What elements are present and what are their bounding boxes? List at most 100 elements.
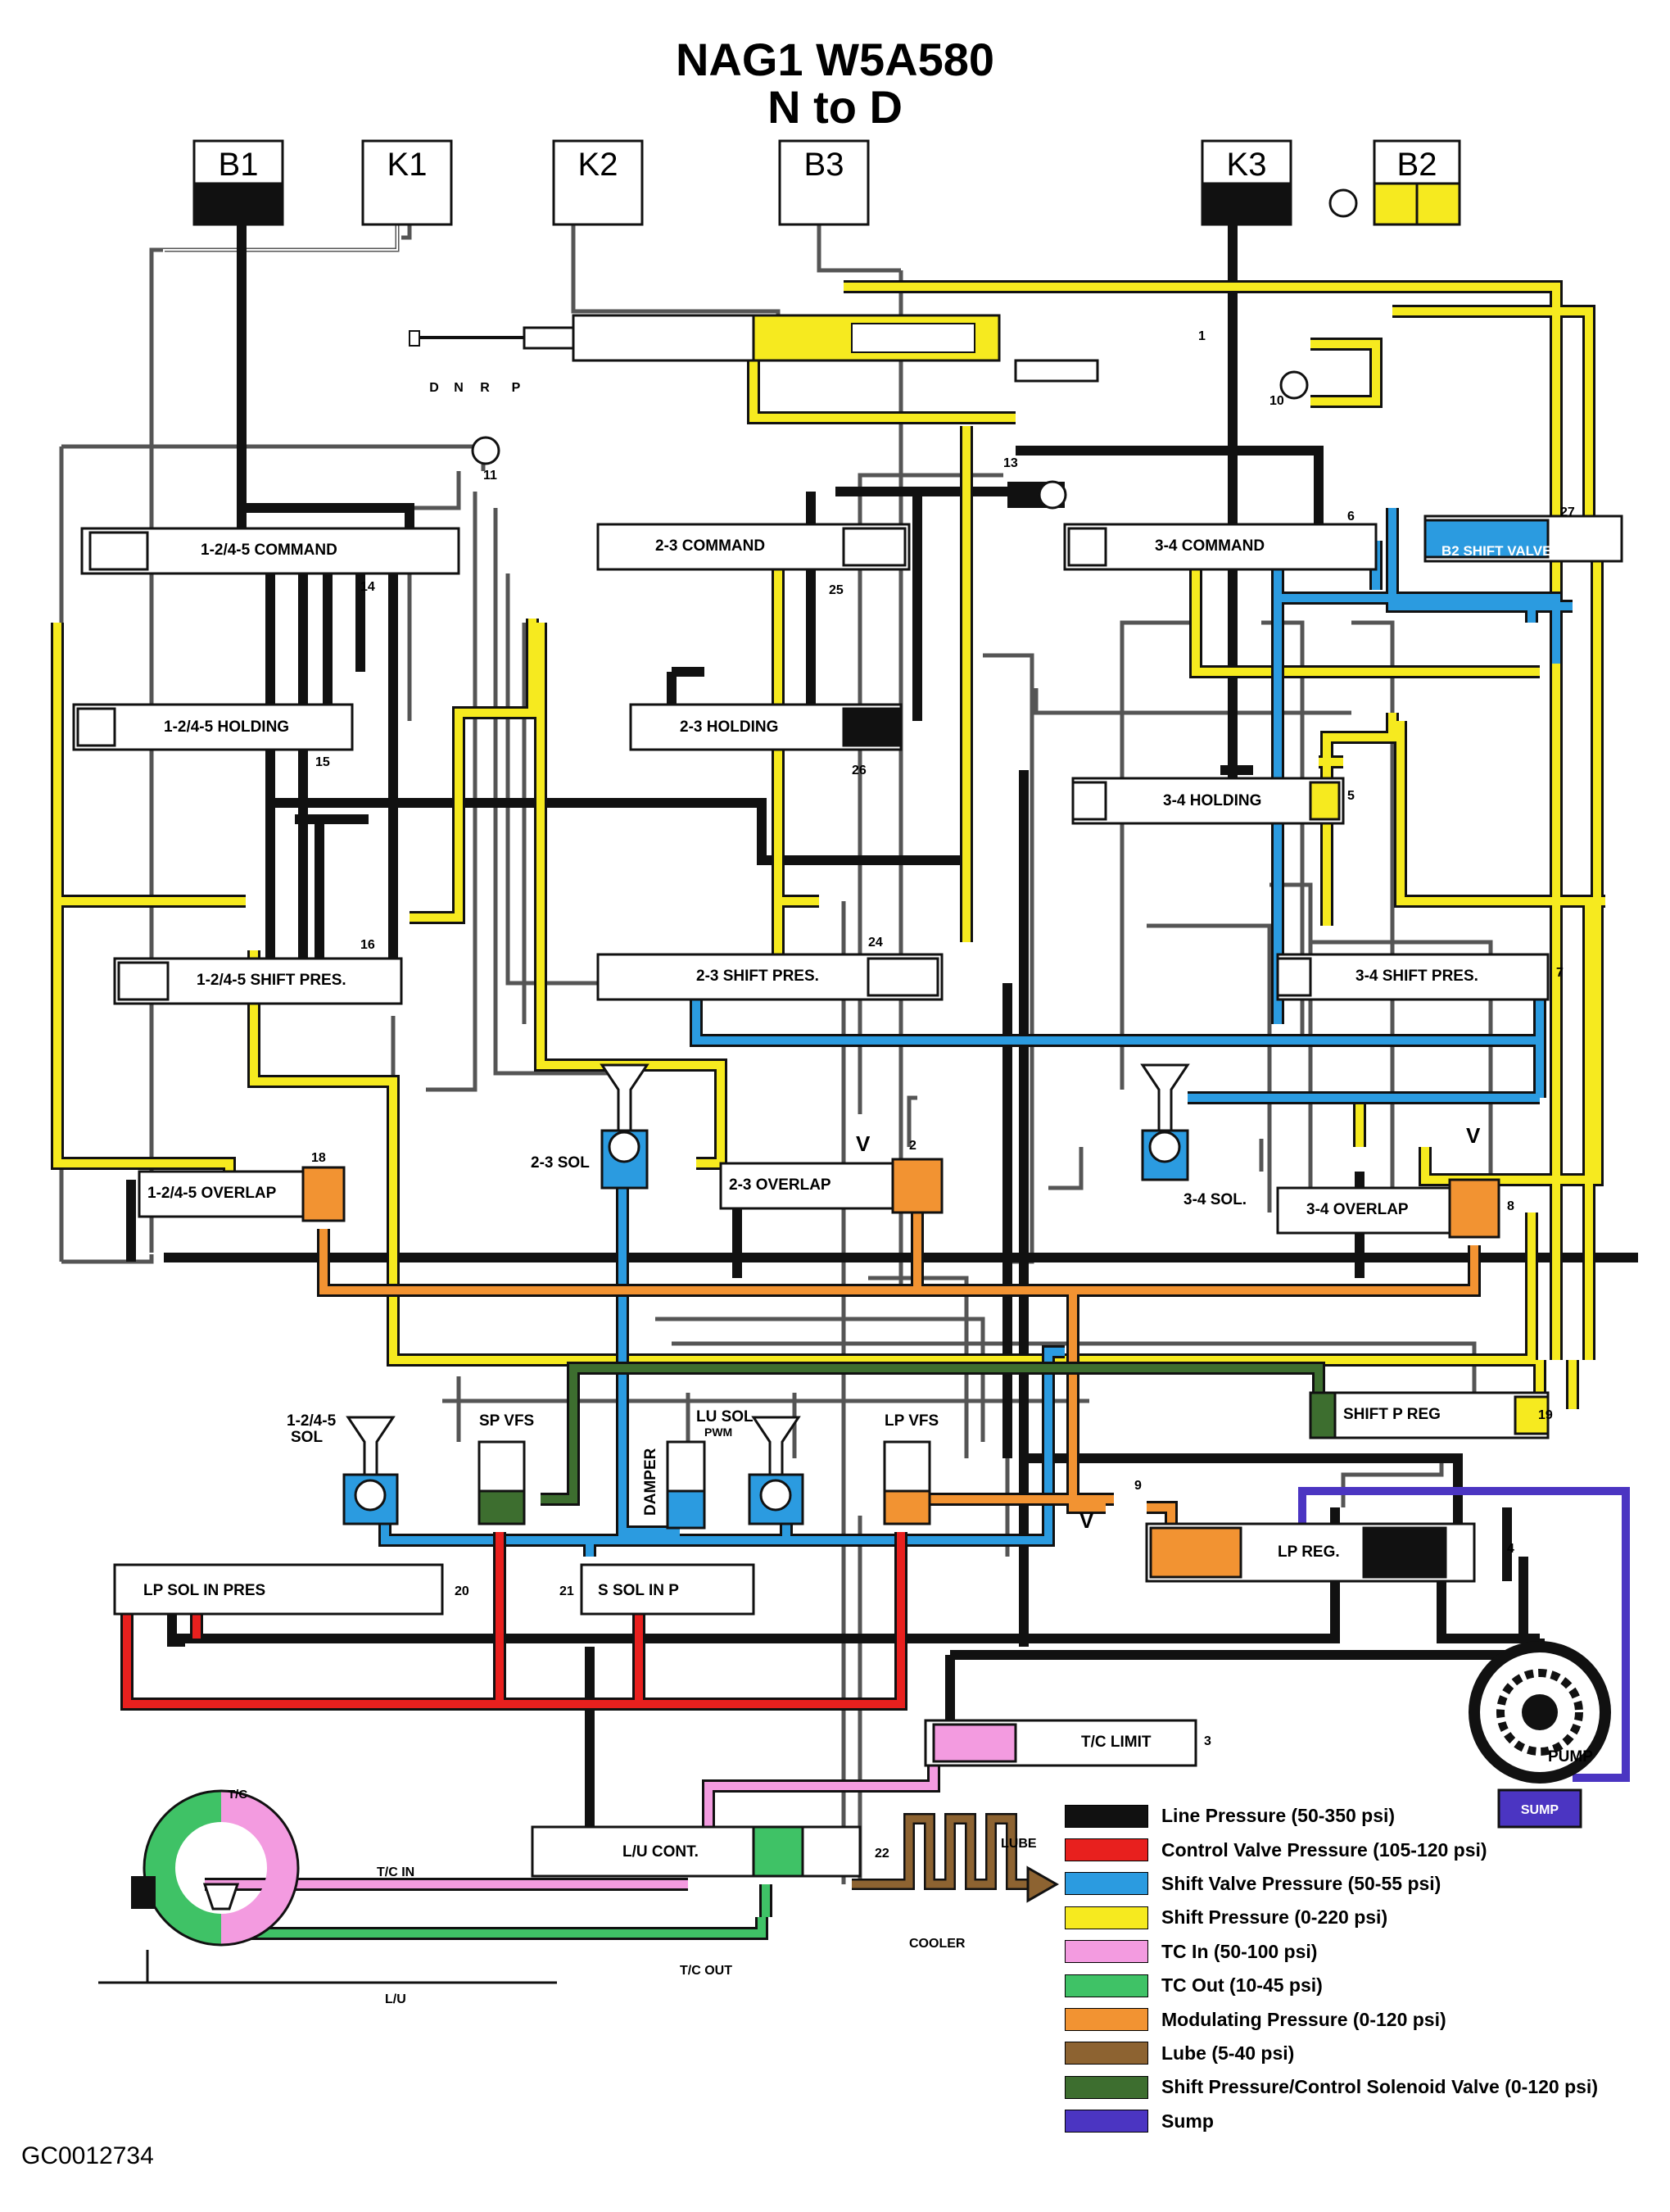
selector-r: R: [480, 381, 490, 395]
torque-converter: [98, 1789, 557, 1984]
part-number-9: 9: [1134, 1479, 1142, 1493]
pressure-legend: Line Pressure (50-350 psi) Control Valve…: [1065, 1799, 1654, 2138]
legend-swatch-shift-valve: [1065, 1872, 1148, 1896]
clutch-k3: K3: [1201, 139, 1292, 226]
label-command-1245: 1-2/4-5 COMMAND: [201, 542, 337, 559]
pump: [1469, 1641, 1611, 1784]
label-sol-23: 2-3 SOL: [531, 1154, 590, 1172]
control-valve-outline: [120, 1532, 907, 1711]
legend-label-shift-ctrl-sol: Shift Pressure/Control Solenoid Valve (0…: [1161, 2076, 1598, 2098]
part-number-14: 14: [360, 580, 375, 594]
lube-passages: [852, 1815, 1032, 1888]
legend-swatch-modulating: [1065, 2008, 1148, 2032]
legend-label-line: Line Pressure (50-350 psi): [1161, 1805, 1396, 1827]
part-number-27: 27: [1560, 505, 1575, 519]
label-overlap-34: 3-4 OVERLAP: [1306, 1201, 1409, 1218]
part-number-18: 18: [311, 1151, 326, 1165]
label-sol-1245-b: SOL: [291, 1429, 323, 1446]
legend-swatch-line: [1065, 1804, 1148, 1828]
check-ball-11: [471, 436, 500, 465]
clutch-b3: B3: [778, 139, 870, 226]
label-pump: PUMP: [1548, 1748, 1593, 1766]
label-command-23: 2-3 COMMAND: [655, 537, 765, 555]
clutch-b2-label: B2: [1397, 147, 1437, 183]
legend-label-sump: Sump: [1161, 2110, 1214, 2132]
valve-13-ball: [1038, 480, 1067, 510]
legend-label-control-valve: Control Valve Pressure (105-120 psi): [1161, 1838, 1487, 1861]
label-tc-in: T/C IN: [377, 1865, 414, 1879]
legend-item: TC Out (10-45 psi): [1065, 1969, 1654, 2002]
part-number-16: 16: [360, 938, 375, 952]
label-tc-limit: T/C LIMIT: [1081, 1734, 1152, 1751]
label-s-sol-in-p: S SOL IN P: [598, 1582, 679, 1599]
label-holding-23: 2-3 HOLDING: [680, 718, 778, 736]
label-overlap-1245: 1-2/4-5 OVERLAP: [147, 1185, 277, 1202]
legend-item: Control Valve Pressure (105-120 psi): [1065, 1833, 1654, 1866]
label-shiftpres-23: 2-3 SHIFT PRES.: [696, 968, 819, 985]
label-shift-p-reg: SHIFT P REG: [1343, 1406, 1441, 1423]
valve-lu-cont: [531, 1825, 862, 1878]
marker-v-9: V: [1079, 1508, 1094, 1533]
legend-swatch-shift-ctrl-sol: [1065, 2075, 1148, 2099]
part-number-24: 24: [868, 936, 883, 950]
selector-p: P: [512, 381, 521, 395]
valve-holding-1245: [72, 703, 354, 751]
part-number-8: 8: [1507, 1199, 1514, 1213]
valve-holding-34: [1071, 777, 1345, 825]
legend-item: Lube (5-40 psi): [1065, 2037, 1654, 2070]
label-lube: LUBE: [1001, 1837, 1037, 1851]
sump-label: SUMP: [1521, 1803, 1559, 1817]
legend-label-lube: Lube (5-40 psi): [1161, 2042, 1295, 2064]
part-number-4: 4: [1507, 1542, 1514, 1556]
legend-label-modulating: Modulating Pressure (0-120 psi): [1161, 2008, 1446, 2030]
sump-box: [1497, 1788, 1582, 1829]
label-overlap-23: 2-3 OVERLAP: [729, 1176, 831, 1194]
legend-item: Line Pressure (50-350 psi): [1065, 1799, 1654, 1833]
part-number-3: 3: [1204, 1734, 1211, 1748]
clutch-b2: B2: [1328, 139, 1461, 226]
label-cooler: COOLER: [909, 1937, 966, 1951]
label-holding-1245: 1-2/4-5 HOLDING: [164, 718, 289, 736]
legend-swatch-tc-out: [1065, 1974, 1148, 1997]
label-lp-reg: LP REG.: [1278, 1543, 1340, 1561]
marker-v-2: V: [856, 1131, 871, 1156]
label-command-34: 3-4 COMMAND: [1155, 537, 1265, 555]
shift-pressure-outline: [51, 280, 1605, 1409]
label-shiftpres-34: 3-4 SHIFT PRES.: [1355, 968, 1478, 985]
clutch-k3-label: K3: [1227, 147, 1267, 183]
part-number-19: 19: [1538, 1408, 1553, 1422]
tc-out-passages: [205, 1884, 770, 1938]
label-lu-sol-a: LU SOL: [696, 1408, 754, 1426]
label-holding-34: 3-4 HOLDING: [1163, 792, 1261, 809]
shift-ctrl-sol-passages: [541, 1364, 1323, 1503]
part-number-25: 25: [829, 583, 844, 597]
part-number-10: 10: [1269, 394, 1284, 408]
part-number-13: 13: [1003, 456, 1018, 470]
valve-10-body: [1014, 359, 1099, 383]
part-number-2: 2: [909, 1139, 916, 1153]
part-number-22: 22: [875, 1847, 889, 1861]
legend-label-shift-valve: Shift Valve Pressure (50-55 psi): [1161, 1872, 1441, 1894]
legend-item: Shift Pressure (0-220 psi): [1065, 1901, 1654, 1934]
label-lu: L/U: [385, 1992, 406, 2006]
legend-label-tc-out: TC Out (10-45 psi): [1161, 1974, 1323, 1997]
part-number-20: 20: [455, 1584, 469, 1598]
clutch-b3-label: B3: [804, 147, 844, 183]
legend-swatch-sump: [1065, 2110, 1148, 2133]
part-number-7: 7: [1556, 966, 1564, 980]
legend-item: Sump: [1065, 2105, 1654, 2138]
manual-valve: D N R P 1: [409, 314, 1206, 395]
part-number-15: 15: [315, 755, 330, 769]
valve-lp-sol-in-pres: [113, 1563, 444, 1616]
label-sol-1245-a: 1-2/4-5: [287, 1412, 337, 1430]
clutch-k1: K1: [361, 139, 453, 226]
label-damper: DAMPER: [642, 1448, 659, 1516]
legend-swatch-tc-in: [1065, 1940, 1148, 1964]
label-lu-sol-b: PWM: [704, 1426, 732, 1439]
figure-code: GC0012734: [21, 2142, 154, 2169]
part-number-11: 11: [483, 469, 497, 483]
valve-s-sol-in-p: [580, 1563, 755, 1616]
exhaust-passages: [59, 225, 1493, 1884]
legend-label-tc-in: TC In (50-100 psi): [1161, 1940, 1318, 1962]
